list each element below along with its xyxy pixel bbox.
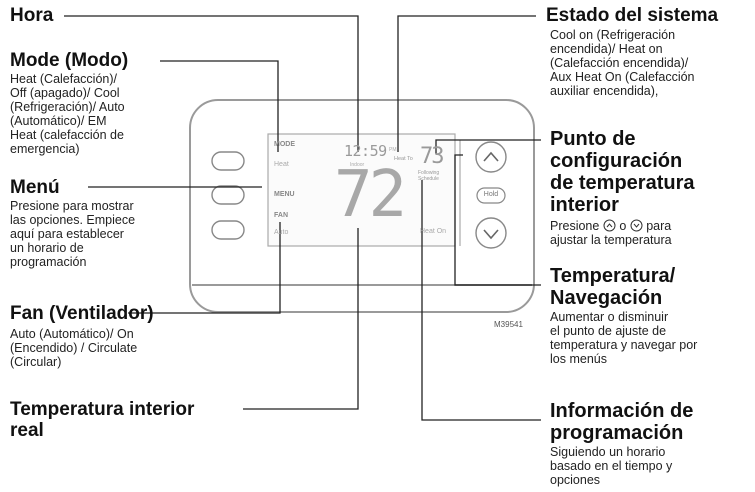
- schedule-desc-line: opciones: [550, 473, 601, 487]
- left-button-top: [211, 151, 245, 171]
- lcd-following: Following: [418, 170, 440, 176]
- indoor-title-line: Temperatura interior: [10, 399, 195, 420]
- model-number: M39541: [494, 320, 523, 329]
- label-setpoint-desc: Presione o para ajustar la temperatura: [550, 219, 672, 247]
- lcd-heat-to-label: Heat To: [394, 156, 413, 162]
- fan-desc-line: (Circular): [10, 355, 62, 369]
- label-mode-title: Mode (Modo): [10, 50, 129, 71]
- schedule-desc-line: basado en el tiempo y: [550, 459, 673, 473]
- left-button-bottom: [211, 220, 245, 240]
- label-hora-title: Hora: [10, 5, 54, 26]
- label-setpoint-title: Punto de configuración de temperatura in…: [550, 128, 695, 216]
- nav-desc-line: los menús: [550, 352, 607, 366]
- lcd-content: MODE Heat MENU FAN Auto 12:59 PM Indoor …: [268, 134, 455, 246]
- lcd-fan-value: Auto: [274, 229, 289, 236]
- label-nav-title: Temperatura/ Navegación: [550, 265, 675, 309]
- lcd-setpoint-temperature: 73: [420, 144, 444, 169]
- fan-desc-line: (Encendido) / Circulate: [10, 341, 138, 355]
- hold-button: [476, 187, 506, 204]
- mode-desc-line: (Automático)/ EM: [10, 114, 107, 128]
- label-fan-desc: Auto (Automático)/ On (Encendido) / Circ…: [10, 327, 137, 369]
- down-circle-icon: [630, 219, 643, 232]
- lcd-schedule-info: Following Schedule: [418, 170, 439, 182]
- mode-desc-line: Heat (calefacción de: [10, 128, 124, 142]
- setpoint-desc-mid: o: [619, 219, 627, 233]
- mode-desc-line: Heat (Calefacción)/: [10, 72, 117, 86]
- lcd-mode-label: MODE: [274, 141, 295, 148]
- lcd-indoor-temperature: 72: [334, 158, 407, 232]
- schedule-title-line: Información de: [550, 400, 694, 422]
- lcd-schedule: Schedule: [418, 176, 439, 182]
- setpoint-desc-line1: Presione o para: [550, 219, 672, 233]
- up-arrow-icon: [483, 151, 499, 162]
- nav-title-line: Temperatura/: [550, 265, 676, 287]
- setpoint-title-line: Punto de: [550, 128, 636, 150]
- lcd-mode-value: Heat: [274, 161, 289, 168]
- label-menu-title: Menú: [10, 177, 60, 198]
- setpoint-desc-line2: ajustar la temperatura: [550, 233, 672, 247]
- schedule-title-line: programación: [550, 422, 684, 444]
- label-menu-desc: Presione para mostrar las opciones. Empi…: [10, 199, 135, 269]
- down-arrow-icon: [483, 229, 499, 240]
- menu-desc-line: las opciones. Empiece: [10, 213, 136, 227]
- nav-desc-line: Aumentar o disminuir: [550, 310, 669, 324]
- label-estado-desc: Cool on (Refrigeración encendida)/ Heat …: [550, 28, 695, 98]
- up-button: [475, 141, 507, 173]
- left-button-middle: [211, 185, 245, 205]
- setpoint-title-line: interior: [550, 194, 619, 216]
- estado-desc-line: auxiliar encendida),: [550, 84, 659, 98]
- setpoint-title-line: configuración: [550, 150, 683, 172]
- menu-desc-line: aquí para establecer: [10, 227, 124, 241]
- nav-desc-line: temperatura y navegar por: [550, 338, 698, 352]
- mode-desc-line: (Refrigeración)/ Auto: [10, 100, 125, 114]
- label-estado-title: Estado del sistema: [546, 5, 719, 26]
- label-indoor-title: Temperatura interior real: [10, 399, 194, 441]
- hold-button-label: Hold: [483, 191, 499, 198]
- estado-desc-line: Aux Heat On (Calefacción: [550, 70, 695, 84]
- display-screen: [267, 133, 456, 247]
- label-mode-desc: Heat (Calefacción)/ Off (apagado)/ Cool …: [10, 72, 125, 156]
- setpoint-desc-pre: Presione: [550, 219, 600, 233]
- menu-desc-line: Presione para mostrar: [10, 199, 134, 213]
- lcd-indoor-small: Indoor: [350, 162, 365, 168]
- lcd-time-suffix: PM: [389, 147, 397, 153]
- estado-desc-line: encendida)/ Heat on: [550, 42, 663, 56]
- up-circle-icon: [603, 219, 616, 232]
- menu-desc-line: programación: [10, 255, 87, 269]
- mode-desc-line: Off (apagado)/ Cool: [10, 86, 120, 100]
- nav-title-line: Navegación: [550, 287, 663, 309]
- menu-desc-line: un horario de: [10, 241, 84, 255]
- estado-desc-line: Cool on (Refrigeración: [550, 28, 676, 42]
- label-schedule-title: Información de programación: [550, 400, 693, 444]
- indoor-title-line: real: [10, 420, 44, 441]
- down-button: [475, 217, 507, 249]
- setpoint-desc-post: para: [646, 219, 672, 233]
- lcd-fan-label: FAN: [274, 212, 288, 219]
- lcd-time: 12:59: [344, 142, 387, 160]
- label-fan-title: Fan (Ventilador): [10, 303, 154, 324]
- lcd-menu-label: MENU: [274, 191, 295, 198]
- setpoint-title-line: de temperatura: [550, 172, 695, 194]
- label-schedule-desc: Siguiendo un horario basado en el tiempo…: [550, 445, 672, 487]
- nav-desc-line: el punto de ajuste de: [550, 324, 667, 338]
- estado-desc-line: (Calefacción encendida)/: [550, 56, 689, 70]
- mode-desc-line: emergencia): [10, 142, 80, 156]
- fan-desc-line: Auto (Automático)/ On: [10, 327, 134, 341]
- schedule-desc-line: Siguiendo un horario: [550, 445, 666, 459]
- label-nav-desc: Aumentar o disminuir el punto de ajuste …: [550, 310, 697, 366]
- lcd-status: Heat On: [420, 228, 447, 235]
